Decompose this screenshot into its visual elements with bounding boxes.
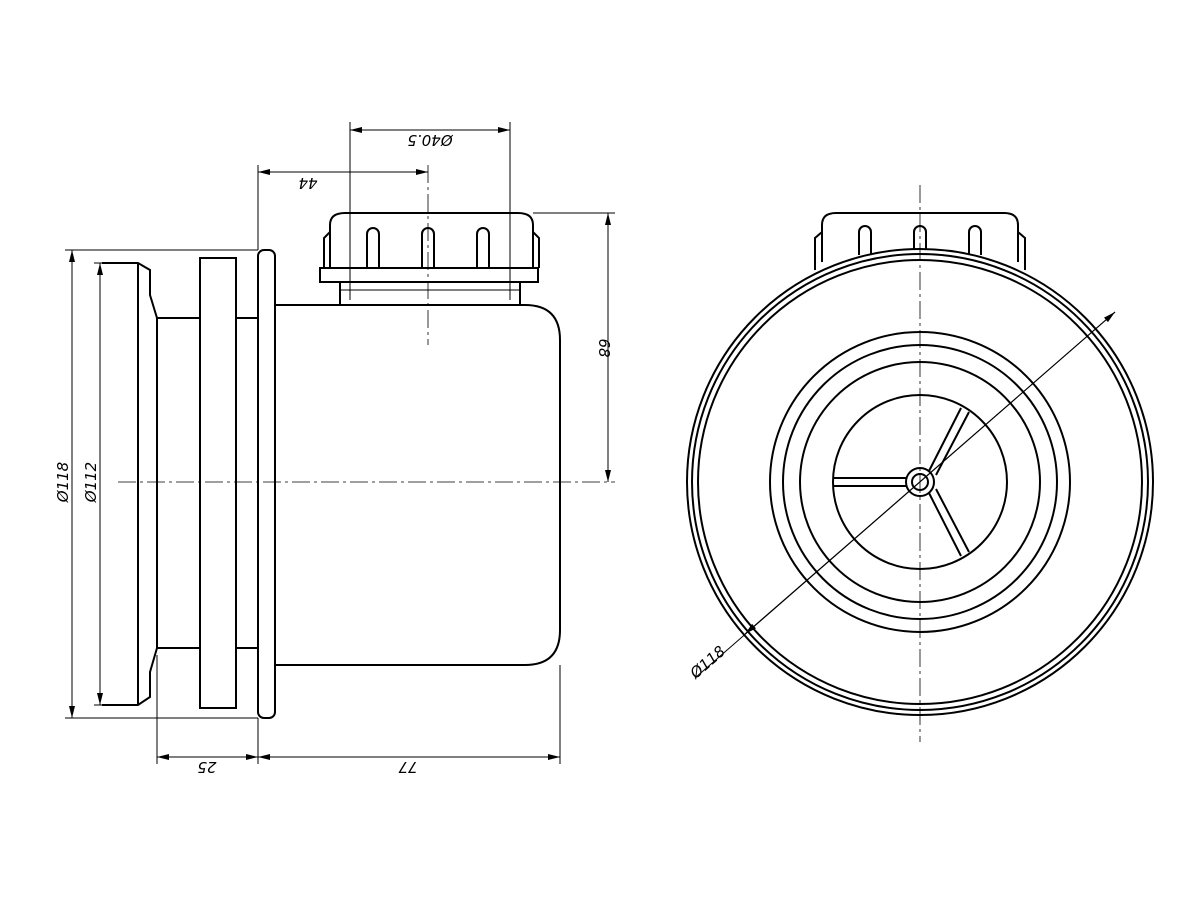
spoke [928, 407, 970, 476]
cap-ring [319, 267, 539, 283]
cap-slot [476, 227, 490, 268]
dim-body-length: 77 [398, 758, 418, 776]
cap-rib [1017, 231, 1026, 270]
cap-rib [814, 231, 823, 270]
cap-rib [323, 231, 331, 268]
cap-slot [968, 225, 982, 255]
dim-flange-depth: 25 [197, 758, 216, 776]
body [275, 304, 561, 666]
dim-outlet-height: 68 [595, 338, 613, 357]
outlet-thread [339, 281, 521, 306]
dim-flange-inner-diameter: Ø112 [82, 462, 100, 503]
spoke [928, 488, 970, 557]
diameter-leader-line [744, 311, 1116, 635]
clamp-plate [199, 257, 237, 709]
cap-body [329, 212, 534, 268]
dim-outlet-offset: 44 [298, 174, 317, 192]
cap-slot [858, 225, 872, 255]
cap-body [821, 212, 1019, 262]
front-view: Ø118 [686, 185, 1154, 742]
dim-outlet-diameter: Ø40.5 [407, 131, 453, 149]
cap-rib [532, 231, 540, 268]
flange-plate [257, 249, 276, 719]
side-view: Ø40.5 44 68 Ø118 Ø112 25 77 [54, 122, 615, 776]
dim-front-outer-diameter: Ø118 [686, 642, 729, 683]
dim-flange-outer-diameter: Ø118 [54, 462, 72, 503]
front-lip [102, 262, 158, 706]
cap-slot [366, 227, 380, 268]
spoke [833, 477, 906, 487]
dimension-lines [65, 122, 615, 764]
outlet-cap [319, 212, 540, 306]
spokes [833, 407, 970, 557]
